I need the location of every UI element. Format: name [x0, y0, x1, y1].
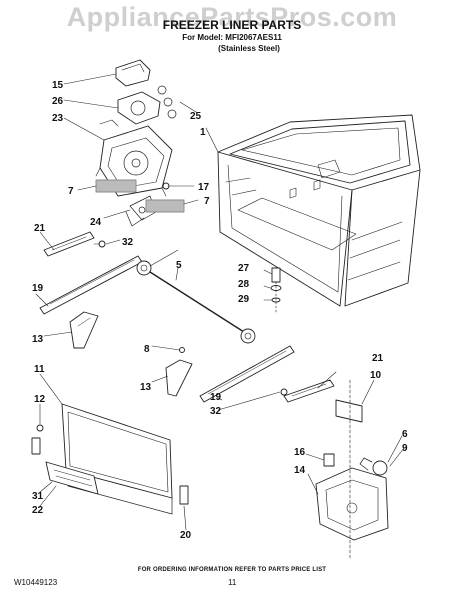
callout-14: 14: [294, 465, 306, 476]
light-shield: [335, 399, 363, 423]
callout-13b: 13: [140, 382, 152, 393]
leader-lines: [35, 73, 405, 561]
callout-32a: 32: [122, 237, 134, 248]
model-number: For Model: MFI2067AES11: [182, 33, 282, 42]
watermark: AppliancePartsPros.com: [66, 2, 398, 32]
callout-19b: 19: [210, 392, 222, 403]
screw-32-right: [280, 388, 288, 396]
callout-26: 26: [52, 96, 64, 107]
callout-21b: 21: [372, 353, 384, 364]
callout-1: 1: [200, 127, 206, 138]
callout-25: 25: [190, 111, 202, 122]
callout-8: 8: [144, 344, 150, 355]
light-socket: [323, 453, 335, 467]
freezer-liner-tub: [217, 114, 421, 307]
callout-15: 15: [52, 80, 64, 91]
slide-rail-upper-right: [283, 379, 335, 403]
callout-20: 20: [180, 530, 192, 541]
page-number: 11: [228, 578, 237, 587]
pinion-gear-left: [136, 260, 152, 276]
callout-13a: 13: [32, 334, 44, 345]
callout-31: 31: [32, 491, 44, 502]
slide-rail-upper-left: [43, 231, 95, 257]
callout-23: 23: [52, 113, 64, 124]
callout-7a: 7: [68, 186, 74, 197]
clip-31: [31, 437, 41, 455]
callout-6: 6: [402, 429, 408, 440]
rail-20: [179, 485, 189, 505]
light-bulb: [359, 457, 388, 476]
light-housing: [315, 467, 389, 541]
fan-motor: [99, 91, 161, 127]
rail-bracket-left: [69, 311, 99, 349]
callout-7b: 7: [204, 196, 210, 207]
callout-24: 24: [90, 217, 102, 228]
callout-19a: 19: [32, 283, 44, 294]
callout-9: 9: [402, 443, 408, 454]
rail-bracket-right: [165, 359, 193, 397]
callout-32b: 32: [210, 406, 222, 417]
drawer-handle: [45, 461, 99, 495]
callout-labels: 15 26 23 25 1 7 17 7 24 21 32 5 19 13 8 …: [32, 80, 408, 541]
screw-12: [36, 424, 44, 432]
page-title: FREEZER LINER PARTS: [162, 18, 302, 32]
motor-bracket: [115, 59, 151, 87]
callout-10: 10: [370, 370, 382, 381]
document-number: W10449123: [14, 578, 58, 587]
shoulder-screw-stack: [270, 267, 282, 313]
callout-5: 5: [176, 260, 182, 271]
callout-27: 27: [238, 263, 250, 274]
model-variant: (Stainless Steel): [218, 44, 280, 53]
evaporator-fan-housing: [95, 125, 173, 197]
ordering-info: FOR ORDERING INFORMATION REFER TO PARTS …: [137, 567, 327, 573]
grommets: [157, 85, 177, 119]
slide-rail-left: [39, 255, 143, 315]
insulation-pads: [95, 179, 185, 213]
callout-12: 12: [34, 394, 46, 405]
callout-21a: 21: [34, 223, 46, 234]
pinion-gear-right: [240, 328, 256, 344]
callout-11: 11: [34, 364, 45, 375]
connecting-rod: [149, 271, 245, 333]
slide-rail-right: [199, 345, 295, 403]
callout-28: 28: [238, 279, 250, 290]
callout-22: 22: [32, 505, 44, 516]
screw-32: [93, 240, 106, 248]
drawer-front-panel: [61, 403, 173, 515]
callout-29: 29: [238, 294, 250, 305]
callout-17: 17: [198, 182, 210, 193]
callout-16: 16: [294, 447, 306, 458]
